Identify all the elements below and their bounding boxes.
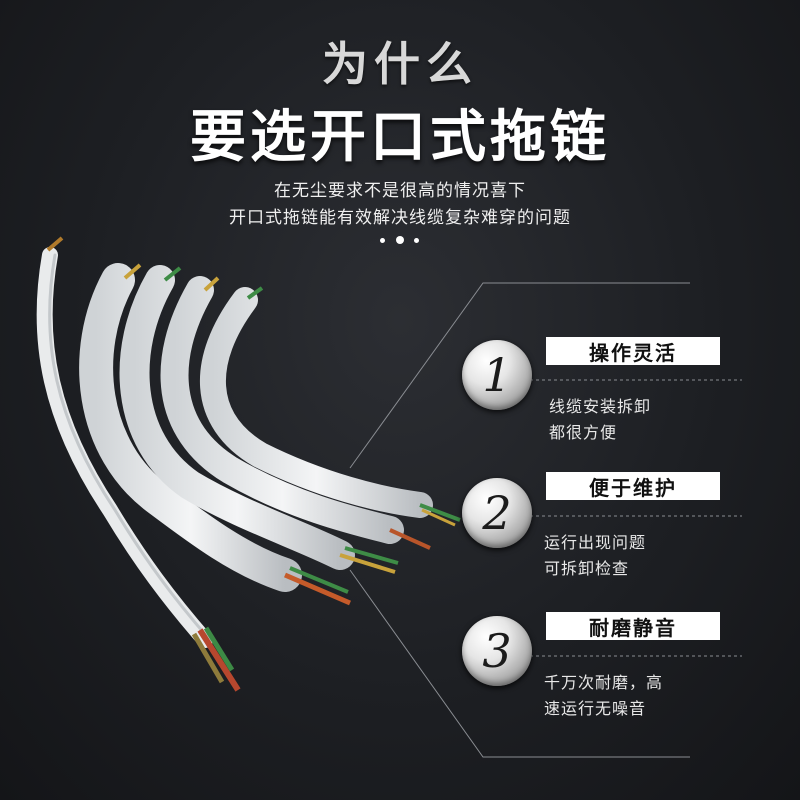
badge-number: 1 [482,348,512,402]
dot [380,238,385,243]
feature-desc-line: 线缆安装拆卸 [549,397,652,416]
feature-badge-1: 1 [462,340,532,410]
badge-number: 3 [482,624,512,678]
feature-title-2: 便于维护 [546,472,720,500]
dot-active [396,236,404,244]
channel-group [79,263,461,606]
feature-desc-line: 千万次耐磨，高 [544,673,664,692]
subtitle-line2: 开口式拖链能有效解决线缆复杂难穿的问题 [229,208,571,228]
feature-desc-line: 都很方便 [549,423,618,442]
feature-badge-2: 2 [462,478,532,548]
cable-wires-end [46,236,241,692]
dot [414,238,419,243]
badge-number: 2 [482,486,512,540]
pagination-dots [376,236,424,246]
feature-desc-2: 运行出现问题 可拆卸检查 [544,530,646,582]
page-title-line2: 要选开口式拖链 [190,105,610,170]
round-tube [36,247,213,648]
feature-title-3: 耐磨静音 [546,612,720,640]
feature-desc-line: 速运行无噪音 [544,699,647,718]
feature-desc-1: 线缆安装拆卸 都很方便 [549,394,651,446]
callout-lines [349,282,742,758]
feature-badge-3: 3 [462,616,532,686]
feature-desc-line: 可拆卸检查 [544,559,630,578]
page-title-line1: 为什么 [322,37,478,91]
feature-title-1: 操作灵活 [546,337,720,365]
feature-desc-line: 运行出现问题 [544,533,647,552]
subtitle-line1: 在无尘要求不是很高的情况喜下 [274,181,526,201]
feature-desc-3: 千万次耐磨，高 速运行无噪音 [544,670,663,722]
